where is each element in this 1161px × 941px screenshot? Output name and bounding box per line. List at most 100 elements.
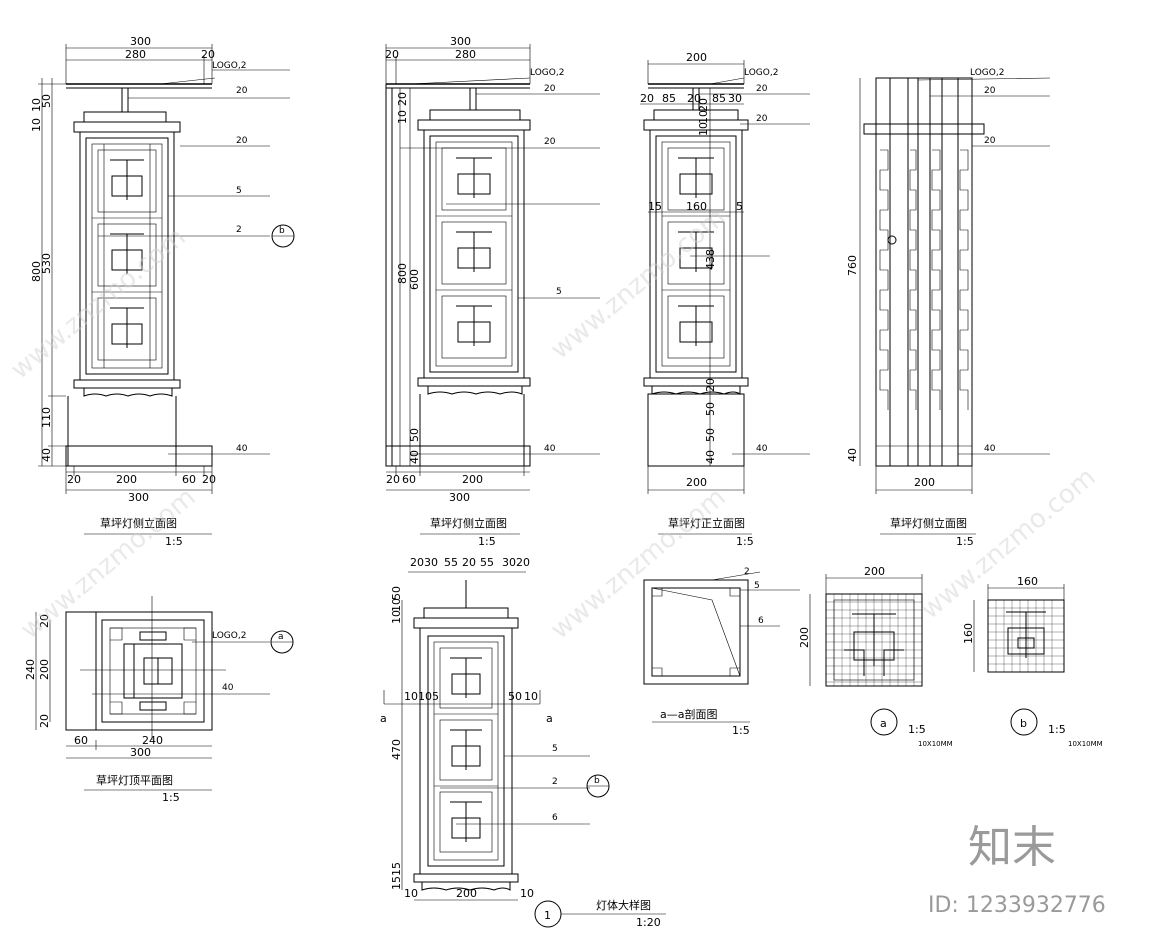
view-scale-plan: 1:5 xyxy=(162,791,180,804)
dim-bottom-3: 60 xyxy=(182,473,196,486)
note-40: 40 xyxy=(544,444,556,454)
callout-b-label: b xyxy=(279,226,285,236)
plan-view: 20 240 200 20 60 240 300 LOGO,2 40 a 草坪灯… xyxy=(24,596,294,804)
dim-bottom-total: 300 xyxy=(449,491,470,504)
dim-bottom-2: 200 xyxy=(456,887,477,900)
detail-a-note: 10X10MM xyxy=(918,740,953,748)
note-40: 40 xyxy=(756,444,768,454)
dim-left-base: 40 xyxy=(846,448,859,462)
dim-mid-4: 50 xyxy=(508,690,522,703)
dim-left-8: 40 xyxy=(704,450,717,464)
dim-left-2: 240 xyxy=(24,659,37,680)
elevation-view-2: 300 20 280 20 60 200 300 10 20 800 600 5… xyxy=(385,35,600,548)
dim-top-2: 55 xyxy=(444,556,458,569)
dim-top-edge: 20 xyxy=(385,48,399,61)
view-title-4: 草坪灯侧立面图 xyxy=(890,516,967,530)
detail-a-circle xyxy=(870,708,898,736)
dim-top-5: 3020 xyxy=(502,556,530,569)
detail-a: 200 200 a 1:5 10X10MM xyxy=(798,565,953,748)
watermark-brand: 知末 xyxy=(968,822,1056,873)
dim-left-3: 50 xyxy=(40,94,53,108)
dim-left-base: 40 xyxy=(40,448,53,462)
dim-bottom-2: 60 xyxy=(402,473,416,486)
note-40: 40 xyxy=(222,683,234,693)
dim-bottom-1: 10 xyxy=(404,887,418,900)
view-title-1: 草坪灯侧立面图 xyxy=(100,516,177,530)
dim-left-1: 10 xyxy=(30,118,43,132)
watermark-layer: www.znzmo.com www.znzmo.com www.znzmo.co… xyxy=(5,202,1106,918)
dim-mid-5: 10 xyxy=(524,690,538,703)
dim-mid-3: 5 xyxy=(432,690,439,703)
dim-top-1: 2030 xyxy=(410,556,438,569)
note-20b: 20 xyxy=(236,136,248,146)
dim-bottom-4: 20 xyxy=(202,473,216,486)
dim-left-1: 10 xyxy=(396,110,409,124)
section-mark-right: a xyxy=(546,712,553,725)
view-scale-detail: 1:20 xyxy=(636,916,661,929)
lattice-pattern xyxy=(435,141,513,367)
dim-mid-1: 15 xyxy=(648,200,662,213)
detail-b-note: 10X10MM xyxy=(1068,740,1103,748)
note-2: 2 xyxy=(236,225,242,235)
detail-b-circle xyxy=(1010,708,1038,736)
dim-left: 200 xyxy=(798,627,811,648)
dim-left-1: 20 xyxy=(38,614,51,628)
dim-top-edge: 20 xyxy=(201,48,215,61)
note-2: 2 xyxy=(744,567,750,577)
note-5: 5 xyxy=(552,744,558,754)
dim-bottom-3: 200 xyxy=(462,473,483,486)
dim-bottom-total: 300 xyxy=(128,491,149,504)
note-20a: 20 xyxy=(544,84,556,94)
dim-top-3: 20 xyxy=(462,556,476,569)
dim-left: 160 xyxy=(962,623,975,644)
dim-left-total: 800 xyxy=(30,261,43,282)
note-logo: LOGO,2 xyxy=(212,61,246,71)
detail-b-label: b xyxy=(1020,717,1027,730)
watermark-site-1: www.znzmo.com xyxy=(5,222,191,385)
dim-left-total: 800 xyxy=(396,263,409,284)
dim-left-body: 600 xyxy=(408,269,421,290)
note-20a: 20 xyxy=(984,86,996,96)
view-scale-1: 1:5 xyxy=(165,535,183,548)
dim-left-4: 438 xyxy=(704,249,717,270)
note-5: 5 xyxy=(556,287,562,297)
note-logo: LOGO,2 xyxy=(530,68,564,78)
lamp-body-detail: 2030 55 20 55 3020 10 10 50 470 15 15 10… xyxy=(380,556,666,929)
watermark-id: ID: 1233932776 xyxy=(928,893,1106,918)
dim-top-inner: 280 xyxy=(455,48,476,61)
note-20b: 20 xyxy=(984,136,996,146)
lattice-pattern xyxy=(433,641,499,861)
lattice-pattern xyxy=(91,143,163,369)
dim-bottom-3: 10 xyxy=(520,887,534,900)
view-title-plan: 草坪灯顶平面图 xyxy=(96,774,173,787)
callout-a-label: a xyxy=(278,632,284,642)
dim-mid-1: 10 xyxy=(404,690,418,703)
dim-top: 200 xyxy=(864,565,885,578)
dim-bottom-width: 200 xyxy=(686,476,707,489)
fret-pattern xyxy=(879,149,969,410)
dim-left-1: 10 xyxy=(390,610,403,624)
note-20b: 20 xyxy=(756,114,768,124)
note-2: 2 xyxy=(552,777,558,787)
note-logo: LOGO,2 xyxy=(212,631,246,641)
detail-a-label: a xyxy=(880,717,887,730)
dim-left-4: 20 xyxy=(38,714,51,728)
dim-bottom-total: 300 xyxy=(130,746,151,759)
dim-left-2: 20 xyxy=(396,92,409,106)
note-6: 6 xyxy=(758,616,764,626)
dim-bottom-1: 20 xyxy=(386,473,400,486)
dim-bottom-1: 60 xyxy=(74,734,88,747)
dim-top-2: 85 xyxy=(662,92,676,105)
note-20a: 20 xyxy=(756,84,768,94)
dim-top-4: 55 xyxy=(480,556,494,569)
dim-top-4: 85 xyxy=(712,92,726,105)
view-title-detail: 灯体大样图 xyxy=(596,898,651,912)
dim-left-body: 530 xyxy=(40,253,53,274)
section-mark-left: a xyxy=(380,712,387,725)
detail-b: 160 160 b 1:5 10X10MM xyxy=(962,575,1103,748)
dim-left-2: 10 xyxy=(30,98,43,112)
lattice-pattern xyxy=(661,141,731,367)
dim-top-5: 30 xyxy=(728,92,742,105)
dim-top-width: 200 xyxy=(686,51,707,64)
